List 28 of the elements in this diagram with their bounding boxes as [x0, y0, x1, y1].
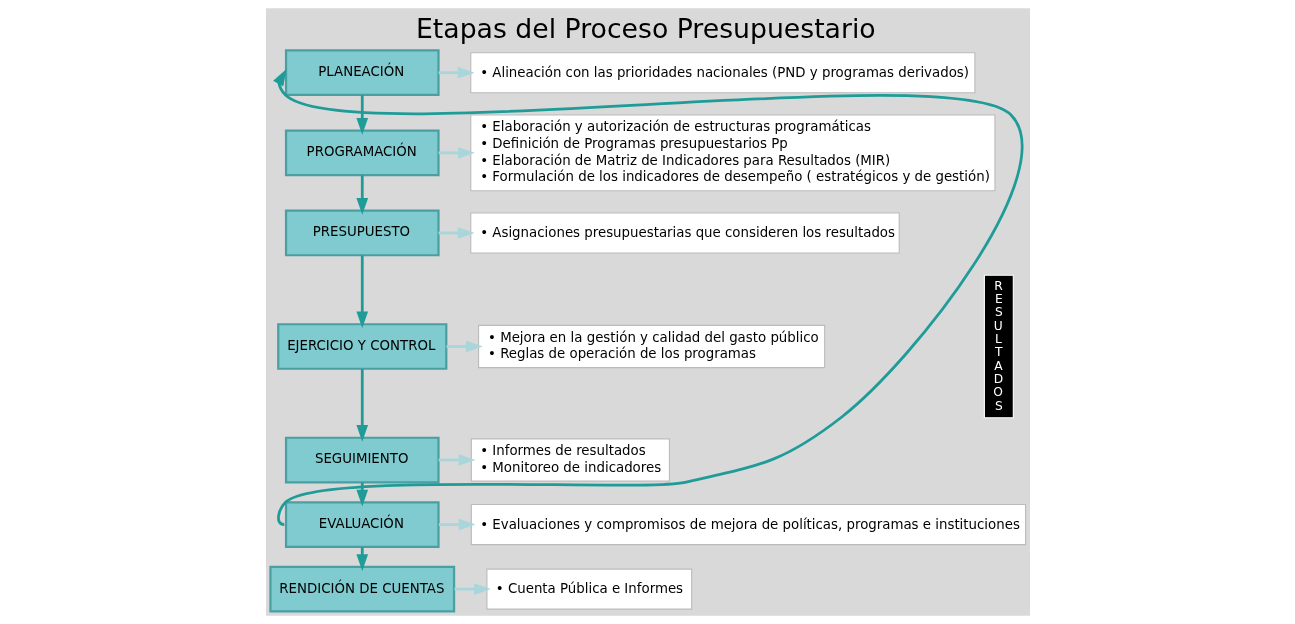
node-box: • Informes de resultados • Monitoreo de indicadores [470, 438, 670, 482]
arrow [438, 147, 475, 159]
arrow [355, 175, 368, 215]
node-box: PLANEACIÓN [284, 49, 440, 97]
node-box: • Asignaciones presupuestarias que consideren los resultados [469, 212, 900, 254]
node-box: RESULTADOS [983, 274, 1014, 419]
node-box: RENDICIÓN DE CUENTAS [268, 565, 455, 613]
node-box: EJERCICIO Y CONTROL [276, 323, 447, 370]
node-box: EVALUACIÓN [284, 501, 440, 548]
arrow [438, 66, 475, 79]
arrow [355, 547, 368, 571]
arrow [438, 454, 475, 466]
node-box: • Elaboración y autorización de estructuras programáticas • Definición de Programas presupuestarios Pp • Elaboración de Matriz de Indicadores para Resultados (MIR) • Formulación de los indicadores de desempeño ( estratégicos y de gestión) [469, 114, 995, 192]
arrow [355, 95, 368, 135]
node-box: SEGUIMIENTO [284, 436, 440, 484]
node-box: PRESUPUESTO [284, 209, 440, 257]
arrow [438, 227, 474, 239]
arrow [445, 340, 483, 353]
arrow [355, 255, 368, 329]
node-box: • Mejora en la gestión y calidad del gasto público • Reglas de operación de los programas [477, 324, 825, 369]
node-box: PROGRAMACIÓN [284, 129, 440, 177]
node-box: • Cuenta Pública e Informes [485, 568, 692, 610]
node-box: • Evaluaciones y compromisos de mejora de políticas, programas e instituciones [470, 503, 1026, 546]
arrow [438, 518, 475, 531]
diagram-title: Etapas del Proceso Presupuestario [415, 13, 876, 45]
arrow [454, 583, 491, 595]
arrow [355, 369, 368, 442]
node-box: • Alineación con las prioridades nacionales (PND y programas derivados) [469, 52, 975, 94]
